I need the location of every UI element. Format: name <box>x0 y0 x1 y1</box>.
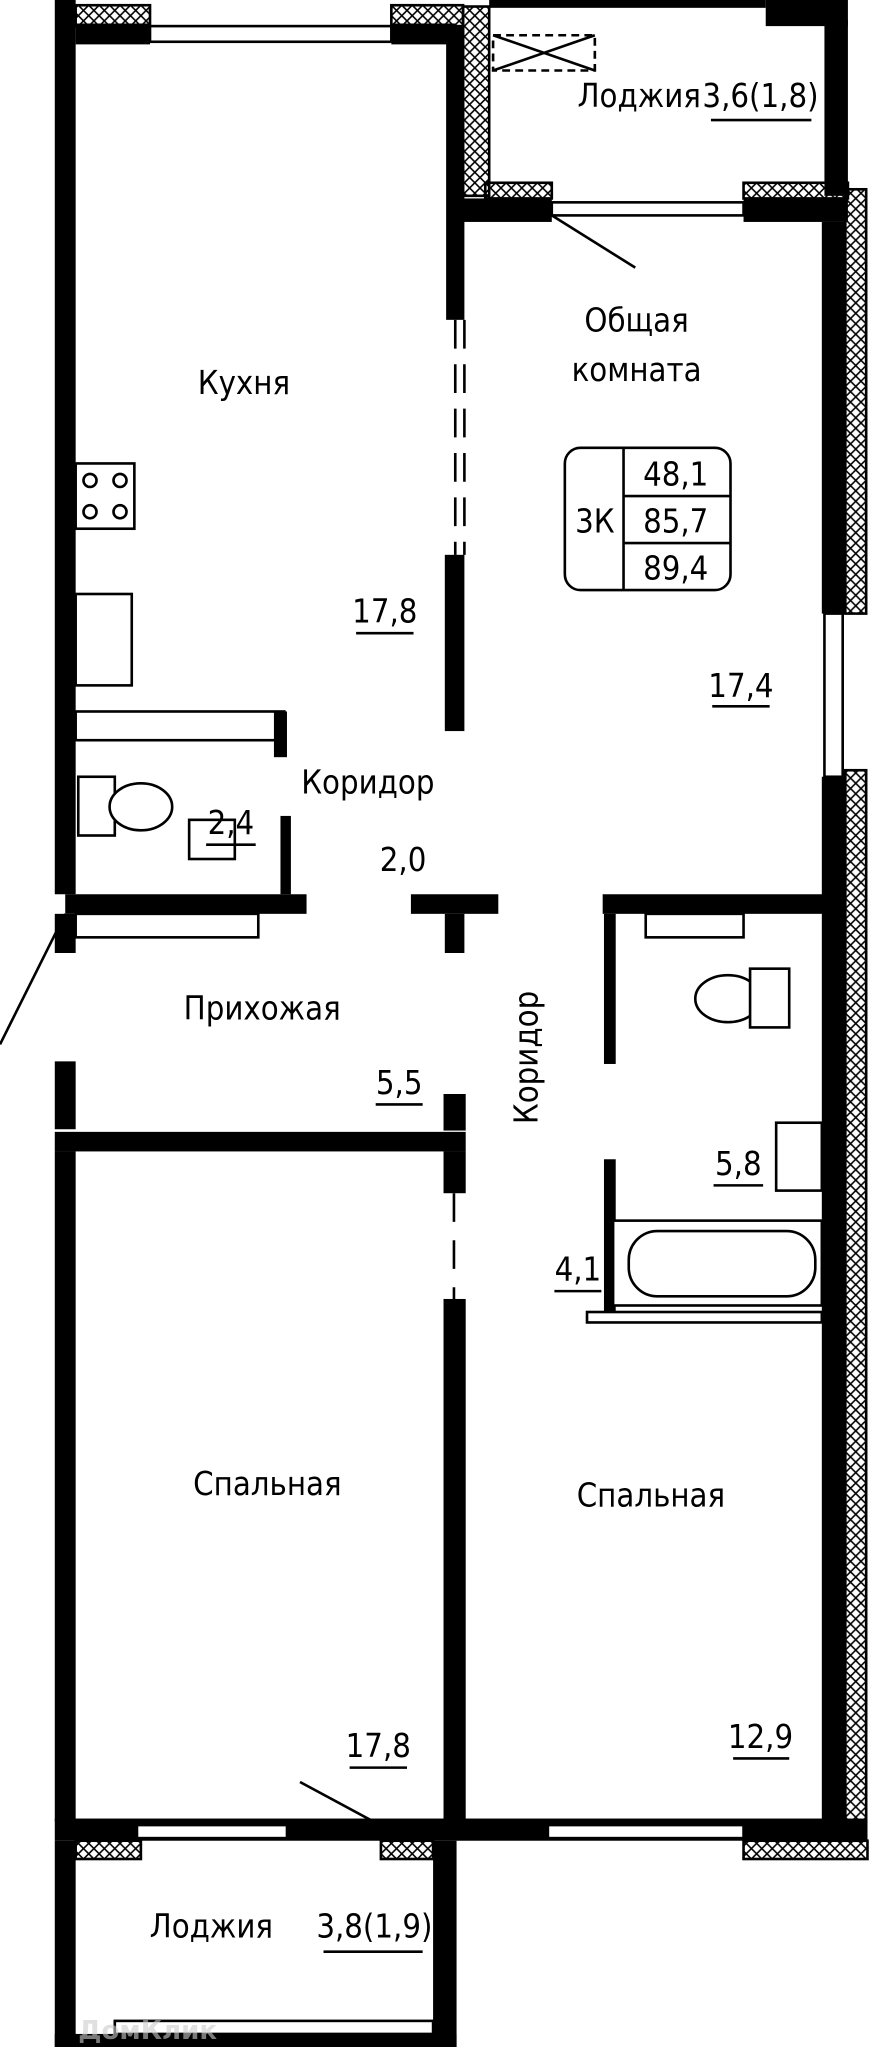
loggia-bottom-label: Лоджия <box>150 1907 273 1945</box>
apartment-summary: 3К 48,1 85,7 89,4 <box>563 446 732 592</box>
kitchen-label: Кухня <box>198 364 290 402</box>
room-count: 3К <box>575 503 615 541</box>
watermark-logo: ДомКлик <box>78 2016 217 2046</box>
bathroom-area: 5,8 <box>715 1145 762 1183</box>
living-area: 17,4 <box>708 667 773 705</box>
living-area: 48,1 <box>643 456 708 494</box>
total-area-with-loggia: 89,4 <box>643 550 708 588</box>
bedroom-1-label: Спальная <box>193 1465 341 1503</box>
bedroom-2-label: Спальная <box>577 1477 725 1515</box>
total-area: 85,7 <box>643 503 708 541</box>
corridor-1-label: Коридор <box>301 764 434 802</box>
corridor-2-label: Коридор <box>507 991 545 1124</box>
corridor-1-area: 2,0 <box>380 841 427 879</box>
hall-label: Прихожая <box>184 990 341 1028</box>
hall-area: 5,5 <box>376 1064 423 1102</box>
bedroom-1-area: 17,8 <box>346 1727 411 1765</box>
living-label-1: Общая <box>584 302 688 340</box>
loggia-top-area: 3,6(1,8) <box>702 77 818 115</box>
corridor-2-area: 4,1 <box>555 1251 602 1289</box>
bedroom-2-area: 12,9 <box>728 1718 793 1756</box>
room-labels: Лоджия 3,6(1,8) Общая комната 17,4 Кухня… <box>150 77 819 1954</box>
kitchen-area: 17,8 <box>352 593 417 631</box>
loggia-top-label: Лоджия <box>577 77 700 115</box>
loggia-bottom-area: 3,8(1,9) <box>316 1907 432 1945</box>
living-label-2: комната <box>572 351 702 389</box>
wc-area: 2,4 <box>208 804 255 842</box>
